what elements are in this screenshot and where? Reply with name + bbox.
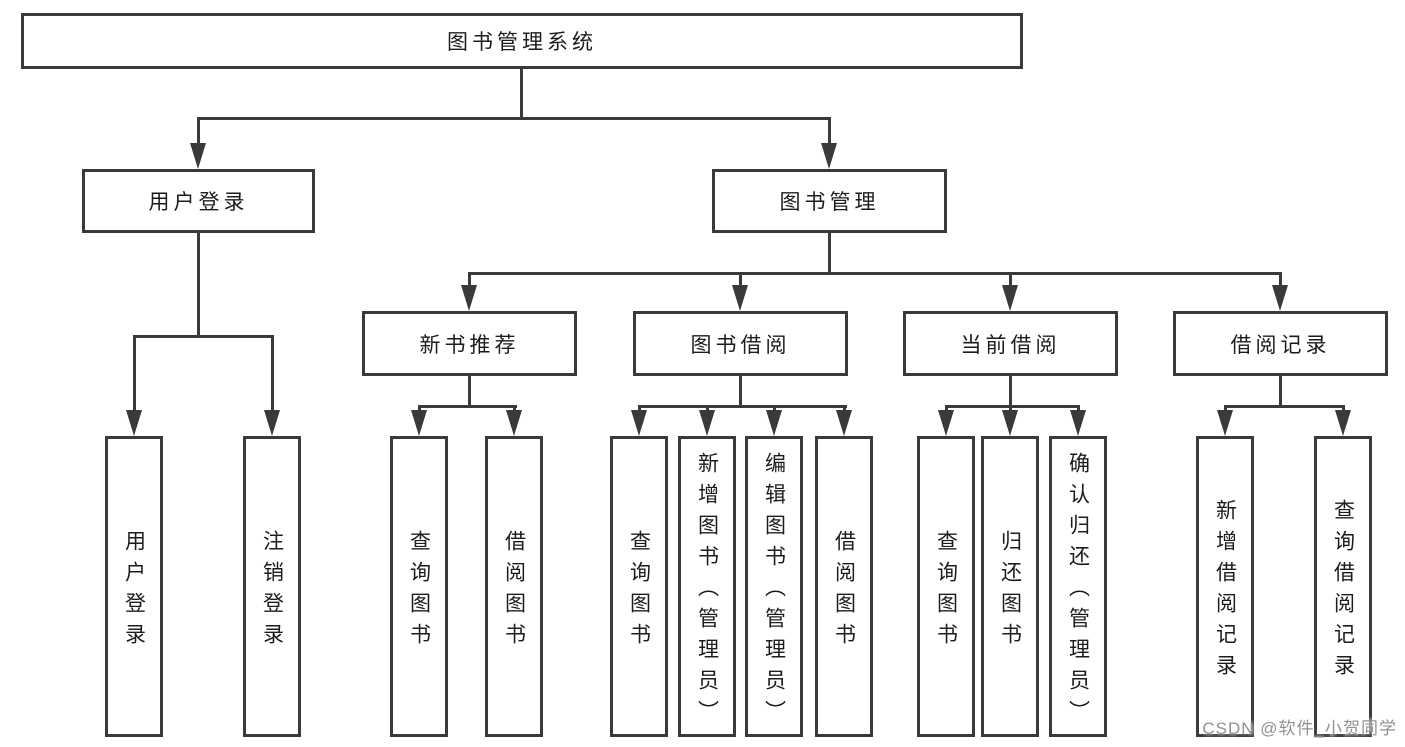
node-borrow-books-recommend-label: 借阅图书 — [502, 529, 526, 654]
arrowhead-down — [821, 143, 837, 169]
node-add-borrow-record-label: 新增借阅记录 — [1213, 498, 1237, 685]
node-book-borrow: 图书借阅 — [633, 311, 848, 376]
connector-borrow-records-hline — [1224, 405, 1345, 408]
arrowhead-down — [506, 410, 522, 436]
connector-to-borrow-records — [1279, 272, 1282, 288]
connector-to-logout-leaf — [271, 335, 274, 412]
arrowhead-down — [1272, 285, 1288, 311]
node-return-book-label: 归还图书 — [998, 529, 1022, 654]
node-logout-label: 注销登录 — [260, 529, 284, 654]
connector-borrow-records-vline — [1279, 375, 1282, 407]
node-library-management-system: 图书管理系统 — [21, 13, 1023, 69]
arrowhead-down — [631, 410, 647, 436]
connector-stub — [843, 405, 846, 413]
node-borrow-books-borrow-label: 借阅图书 — [832, 529, 856, 654]
node-user-login-label: 用户登录 — [148, 191, 249, 214]
connector-to-user-login-leaf — [133, 335, 136, 412]
node-new-book-recommend-label: 新书推荐 — [419, 333, 520, 357]
node-new-book-recommend: 新书推荐 — [362, 311, 577, 376]
arrowhead-down — [1070, 410, 1086, 436]
connector-user-login-vline — [197, 233, 200, 337]
node-edit-book-admin-label: 编辑图书（管理员） — [762, 452, 786, 731]
node-user-login-leaf: 用户登录 — [105, 436, 163, 737]
node-current-borrow: 当前借阅 — [903, 311, 1118, 376]
arrowhead-down — [732, 285, 748, 311]
arrowhead-down — [1217, 410, 1233, 436]
connector-stub — [1077, 405, 1080, 413]
connector-current-borrow-hline — [945, 405, 1080, 408]
connector-book-borrow-hline — [638, 405, 847, 408]
connector-stub — [706, 405, 709, 413]
connector-to-user-login — [197, 117, 200, 145]
connector-book-borrow-vline — [739, 375, 742, 407]
connector-root-hline — [197, 117, 831, 120]
node-borrow-books-recommend: 借阅图书 — [485, 436, 543, 737]
connector-to-new-book-recommend — [468, 272, 471, 288]
node-add-book-admin: 新增图书（管理员） — [678, 436, 736, 737]
arrowhead-down — [938, 410, 954, 436]
arrowhead-down — [126, 410, 142, 436]
connector-to-book-borrow — [739, 272, 742, 288]
watermark: CSDN @软件_小贺同学 — [1202, 719, 1397, 738]
node-user-login-leaf-label: 用户登录 — [122, 529, 146, 654]
connector-book-management-vline — [828, 233, 831, 274]
node-borrow-records: 借阅记录 — [1173, 311, 1388, 376]
node-book-management-label: 图书管理 — [779, 191, 880, 214]
arrowhead-down — [411, 410, 427, 436]
arrowhead-down — [190, 143, 206, 169]
connector-stub — [418, 405, 421, 413]
connector-root-vline — [520, 68, 523, 119]
arrowhead-down — [1002, 410, 1018, 436]
arrowhead-down — [461, 285, 477, 311]
connector-stub — [945, 405, 948, 413]
connector-stub — [1342, 405, 1345, 413]
node-query-books-recommend-label: 查询图书 — [407, 529, 431, 654]
node-query-books-borrow: 查询图书 — [610, 436, 668, 737]
node-confirm-return-admin: 确认归还（管理员） — [1049, 436, 1107, 737]
node-query-borrow-record-label: 查询借阅记录 — [1331, 498, 1355, 685]
connector-to-current-borrow — [1009, 272, 1012, 288]
connector-stub — [513, 405, 516, 413]
connector-stub — [1009, 405, 1012, 413]
node-confirm-return-admin-label: 确认归还（管理员） — [1066, 452, 1090, 731]
connector-book-management-hline — [468, 272, 1282, 275]
node-query-books-current-label: 查询图书 — [934, 529, 958, 654]
arrowhead-down — [766, 410, 782, 436]
node-current-borrow-label: 当前借阅 — [960, 333, 1061, 357]
connector-new-book-recommend-hline — [418, 405, 517, 408]
node-query-books-current: 查询图书 — [917, 436, 975, 737]
node-logout: 注销登录 — [243, 436, 301, 737]
connector-stub — [1224, 405, 1227, 413]
connector-to-book-management — [828, 117, 831, 145]
connector-new-book-recommend-vline — [468, 375, 471, 407]
node-edit-book-admin: 编辑图书（管理员） — [745, 436, 803, 737]
arrowhead-down — [264, 410, 280, 436]
node-user-login: 用户登录 — [82, 169, 315, 233]
arrowhead-down — [836, 410, 852, 436]
connector-stub — [638, 405, 641, 413]
arrowhead-down — [1002, 285, 1018, 311]
arrowhead-down — [1335, 410, 1351, 436]
node-add-borrow-record: 新增借阅记录 — [1196, 436, 1254, 737]
node-return-book: 归还图书 — [981, 436, 1039, 737]
arrowhead-down — [699, 410, 715, 436]
node-borrow-records-label: 借阅记录 — [1230, 333, 1331, 357]
connector-current-borrow-vline — [1009, 375, 1012, 407]
node-book-borrow-label: 图书借阅 — [690, 333, 791, 357]
node-query-books-recommend: 查询图书 — [390, 436, 448, 737]
node-library-management-system-label: 图书管理系统 — [447, 31, 597, 54]
node-book-management: 图书管理 — [712, 169, 947, 233]
node-query-books-borrow-label: 查询图书 — [627, 529, 651, 654]
node-query-borrow-record: 查询借阅记录 — [1314, 436, 1372, 737]
node-add-book-admin-label: 新增图书（管理员） — [695, 452, 719, 731]
node-borrow-books-borrow: 借阅图书 — [815, 436, 873, 737]
connector-user-login-hline — [133, 335, 274, 338]
connector-stub — [773, 405, 776, 413]
